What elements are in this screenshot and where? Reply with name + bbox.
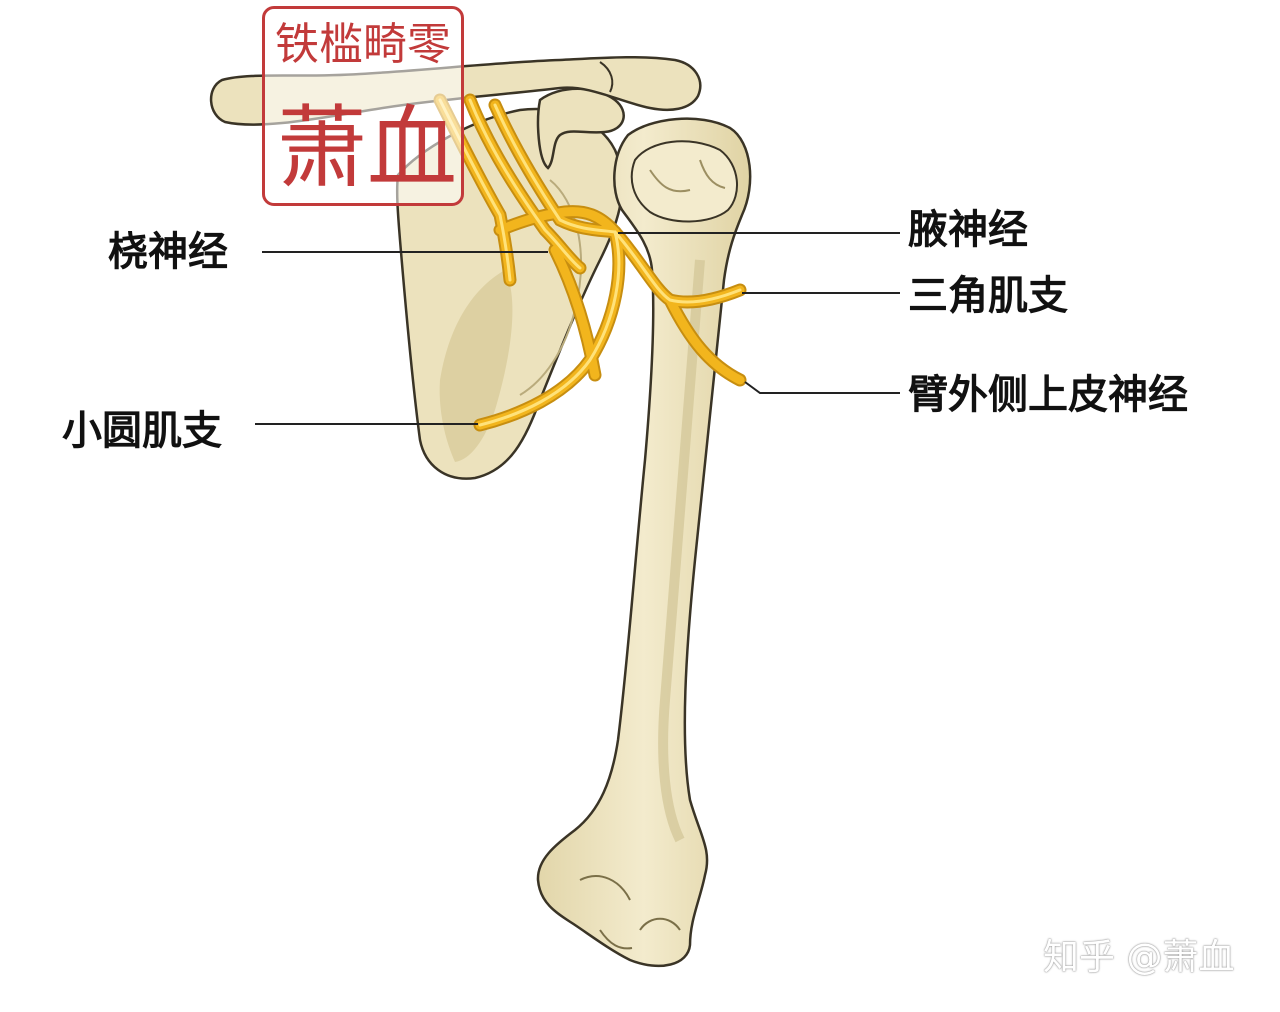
label-lateral-brachial-cutaneous: 臂外侧上皮神经 [908, 372, 1188, 418]
nerve-bundle [433, 93, 747, 432]
label-teres-minor-branch: 小圆肌支 [62, 408, 222, 454]
seal-line-2: 萧血 [277, 96, 457, 201]
distal-condyle [579, 875, 681, 950]
label-axillary-nerve: 腋神经 [908, 207, 1028, 253]
leader-cutaneous-nerve [744, 381, 900, 394]
leader-lines [255, 232, 900, 425]
label-radial-nerve: 桡神经 [108, 229, 228, 275]
seal-line-1: 铁槛畸零 [275, 19, 451, 70]
scapula-shadow [439, 270, 513, 462]
greater-tubercle [649, 159, 726, 193]
shaft-shading [658, 259, 705, 843]
humeral-head [630, 140, 739, 223]
watermark: 知乎 @萧血 [1043, 937, 1235, 978]
label-deltoid-branch: 三角肌支 [908, 273, 1068, 319]
clavicle-joint [599, 61, 614, 93]
seal-stamp: 铁槛畸零 萧血 [262, 6, 464, 206]
